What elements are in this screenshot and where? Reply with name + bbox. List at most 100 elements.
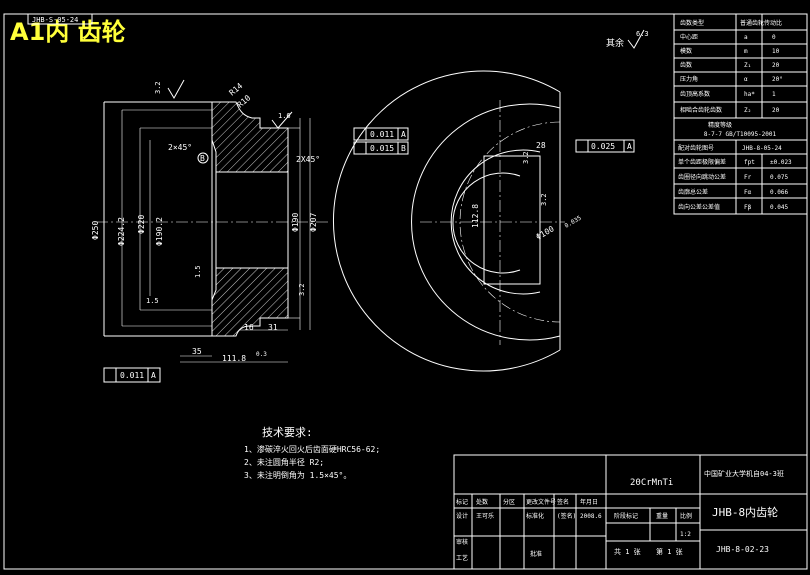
corner-label: JHB-S-05-24 [32,16,78,24]
dim-d100-tol: 0.035 [564,214,583,229]
tol-value-1: 0.075 [770,174,788,181]
param-value-0: 0 [772,34,776,41]
outer-arc [332,70,561,372]
tol-value-2: 0.066 [770,189,788,196]
svg-text:0.025: 0.025 [591,142,615,151]
svg-text:A: A [627,142,632,151]
middle-arc [411,103,561,341]
rev-col-2: 分区 [503,498,515,506]
keyway [483,155,541,285]
lower-hatched-section [211,267,289,337]
rev-col-3: 更改文件号 [526,498,556,506]
review-label: 审核 [456,538,468,546]
drawing-name: JHB-8内齿轮 [712,505,778,519]
tol-symbol-0: fpt [744,159,755,166]
dim-111-tol: 0.3 [256,351,267,358]
dim-28: 28 [536,141,546,150]
param-value-1: 10 [772,48,780,55]
param-name-4: 齿顶高系数 [680,90,710,98]
dim-d190: Φ190.2 [155,217,164,246]
radius-r10: R10 [236,93,253,109]
surface-roughness-symbol [627,29,645,49]
tech-req-title: 技术要求: [262,426,313,439]
tol-name-0: 单个齿距极限偏差 [678,158,726,166]
param-symbol-3: α [744,76,748,83]
rev-col-0: 标记 [456,498,468,506]
design-label: 设计 [456,512,468,520]
tol-name-1: 齿圈径向跳动公差 [678,173,726,181]
tolerance-frame-1: 0.011 A [353,127,409,141]
date: 2008.6 [580,513,602,520]
surface-note: 其余 [606,37,624,49]
process-label: 工艺 [456,554,468,562]
rev-col-1: 处数 [476,498,488,506]
roughness-symbol-2 [271,111,293,129]
drawing-number: JHB-8-02-23 [716,545,769,554]
tol-symbol-3: Fβ [744,204,752,211]
param-name-1: 模数 [680,47,692,55]
roughness-value-4: 1.5 [146,297,159,305]
mating-value: JHB-8-05-24 [742,145,782,152]
svg-text:B: B [401,144,406,153]
dim-d224: Φ224.2 [117,217,126,246]
roughness-value-5: 3.2 [298,283,306,296]
sheet-border [3,13,808,570]
tol-symbol-2: Fα [744,189,752,196]
tolerance-frame-3: 0.011 A [103,367,161,383]
dim-31: 31 [268,323,278,332]
param-symbol-0: a [744,34,748,41]
dim-112: 112.8 [471,204,480,228]
chamfer-label-2: 2X45° [296,155,320,164]
tol-value-3: 0.045 [770,204,788,211]
approve-label: 批准 [530,550,542,558]
roughness-value-2: 1.6 [278,112,291,120]
radius-r14: R14 [228,81,245,97]
chamfer-label-1: 2×45° [168,143,192,152]
svg-text:A: A [151,371,156,380]
param-symbol-2: Z₁ [744,62,751,69]
dim-d190b: Φ190 [291,213,300,232]
scale-value: 1:2 [680,531,691,538]
param-name-5: 相啮合齿轮齿数 [680,106,722,114]
datum-b-label: B [200,154,205,163]
svg-text:0.015: 0.015 [370,144,394,153]
surface-note-value: 6.3 [636,30,649,38]
tolerance-frame-2: 0.015 B [353,141,409,155]
sheet-no: 第 1 张 [656,547,683,556]
param-header-0: 齿数类型 [680,19,704,27]
param-name-3: 压力角 [680,75,698,83]
rev-col-5: 年月日 [580,498,598,506]
precision-value: 8-7-7 GB/T10095-2001 [704,131,777,138]
roughness-value-6: 3.2 [522,151,530,164]
roughness-value-1: 3.2 [154,81,162,94]
svg-text:A: A [401,130,406,139]
mating-label: 配对齿轮图号 [678,144,714,152]
weight-label: 重量 [656,512,668,520]
std-label: 标准化 [526,512,544,520]
std-sign: (签名) [557,512,576,520]
param-name-2: 齿数 [680,61,692,69]
stage-label: 阶段标记 [614,512,638,520]
upper-hatched-section [211,101,289,173]
dim-d100: Φ100 [535,224,556,242]
tol-name-3: 齿向公差公差值 [678,203,720,211]
svg-text:0.011: 0.011 [370,130,394,139]
param-value-5: 20 [772,107,780,114]
param-value-4: 1 [772,91,776,98]
param-name-0: 中心距 [680,33,698,41]
param-value-3: 20° [772,76,783,83]
title-overlay: A1内 齿轮 [10,18,126,46]
dim-111: 111.8 [222,354,246,363]
corner-label-box [27,13,93,25]
param-value-2: 20 [772,62,780,69]
dim-d220: Φ220 [137,215,146,234]
tech-req-item-1: 1、渗碳淬火回火后齿面硬HRC56-62; [244,444,380,454]
tech-req-item-2: 2、未注圆角半径 R2; [244,457,324,467]
roughness-value-7: 3.2 [540,193,548,206]
svg-text:0.011: 0.011 [120,371,144,380]
sheets: 共 1 张 [614,547,641,556]
param-symbol-4: ha* [744,91,755,98]
roughness-value-3: 1.5 [194,265,202,278]
